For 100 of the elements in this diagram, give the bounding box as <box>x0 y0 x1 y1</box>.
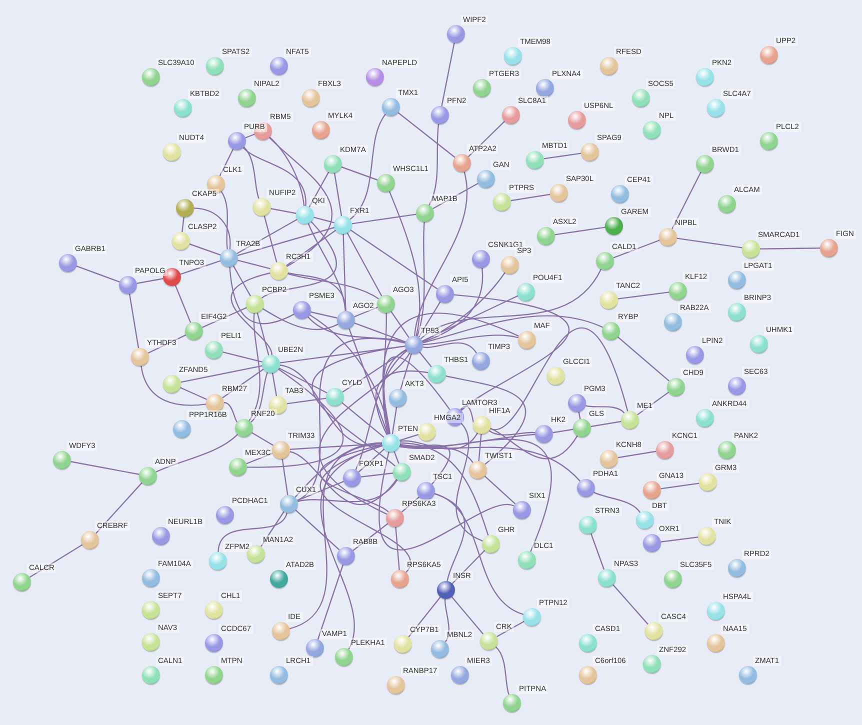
interaction-line <box>441 42 455 106</box>
interaction-line <box>280 364 382 446</box>
interaction-line <box>70 461 140 475</box>
interaction-line <box>382 312 520 434</box>
interaction-line <box>395 526 400 570</box>
interaction-line <box>288 272 346 312</box>
interaction-line <box>269 136 305 206</box>
interaction-line <box>242 147 306 206</box>
interaction-line <box>180 260 221 275</box>
interaction-line <box>317 564 344 640</box>
interaction-line <box>400 353 412 390</box>
interaction-line <box>552 428 574 434</box>
interaction-line <box>341 166 378 181</box>
interaction-line <box>444 598 450 642</box>
interaction-line <box>636 392 670 416</box>
interaction-line <box>320 445 383 650</box>
interaction-line <box>375 370 428 436</box>
interaction-line <box>490 428 578 460</box>
interaction-line <box>452 550 486 584</box>
interaction-line <box>617 336 670 382</box>
interaction-line <box>128 294 140 348</box>
interaction-line <box>156 434 238 473</box>
interaction-line <box>400 444 581 482</box>
interaction-line <box>676 238 742 248</box>
interaction-line <box>554 226 606 236</box>
interaction-line <box>262 221 337 299</box>
interaction-line <box>419 352 432 368</box>
interaction-line <box>660 482 700 490</box>
interaction-line <box>272 372 278 396</box>
interaction-line <box>355 350 408 470</box>
interaction-line <box>218 512 288 552</box>
interaction-line <box>174 285 192 323</box>
interaction-line <box>222 368 264 398</box>
interaction-line <box>296 338 406 501</box>
interaction-line <box>307 316 406 343</box>
interaction-line <box>612 584 648 625</box>
interaction-line <box>672 172 702 230</box>
interaction-line <box>594 492 641 513</box>
interaction-line <box>399 444 450 485</box>
interaction-line <box>251 432 274 446</box>
interaction-line <box>194 208 231 250</box>
interaction-line <box>578 412 581 420</box>
interaction-line <box>320 445 412 573</box>
interaction-line <box>248 312 260 421</box>
interaction-line <box>422 334 518 346</box>
interaction-line <box>618 450 656 458</box>
interaction-line <box>247 368 344 468</box>
interaction-line <box>352 214 416 224</box>
interaction-line <box>460 406 474 423</box>
interaction-line <box>224 402 238 422</box>
interaction-line <box>416 222 425 337</box>
interaction-line <box>468 120 506 158</box>
interaction-line <box>202 307 248 328</box>
interaction-line <box>451 596 484 634</box>
interaction-line <box>401 496 420 513</box>
interaction-line <box>96 482 142 534</box>
interaction-line <box>428 124 440 206</box>
interaction-line <box>237 226 335 256</box>
interaction-line <box>219 148 234 176</box>
interaction-line <box>278 368 328 394</box>
interaction-line <box>398 112 456 158</box>
interaction-line <box>660 536 698 542</box>
interaction-line <box>496 620 524 638</box>
interaction-line <box>400 432 478 450</box>
interaction-line <box>320 444 389 512</box>
interaction-line <box>422 315 604 344</box>
interaction-line <box>286 230 336 266</box>
interaction-line <box>418 301 441 338</box>
interaction-line <box>544 152 582 160</box>
interaction-line <box>136 278 164 284</box>
interaction-line <box>236 218 298 254</box>
interaction-line <box>348 328 388 435</box>
interaction-line <box>382 313 389 435</box>
interaction-line <box>432 182 478 210</box>
interaction-line <box>392 406 398 434</box>
interaction-line <box>180 387 208 400</box>
interaction-line <box>408 596 441 638</box>
interaction-line <box>298 479 398 502</box>
interaction-line <box>422 342 477 354</box>
interaction-line <box>590 420 622 428</box>
interaction-line <box>350 114 386 220</box>
interaction-line <box>478 434 482 462</box>
interaction-line <box>346 232 382 296</box>
interaction-line <box>260 511 284 547</box>
interaction-line <box>399 434 419 441</box>
interaction-line <box>434 493 524 615</box>
interaction-line <box>270 208 296 214</box>
interaction-line <box>613 240 660 258</box>
interaction-line <box>222 352 262 362</box>
interaction-line <box>400 434 536 448</box>
interaction-line <box>29 544 83 578</box>
interaction-line <box>456 423 483 542</box>
interaction-line <box>354 306 378 318</box>
interaction-line <box>238 260 270 270</box>
interaction-line <box>308 223 346 312</box>
interaction-line <box>243 146 260 199</box>
interaction-line <box>334 172 342 216</box>
interaction-line <box>250 372 268 423</box>
interaction-line <box>308 172 330 208</box>
interaction-line <box>297 480 344 502</box>
